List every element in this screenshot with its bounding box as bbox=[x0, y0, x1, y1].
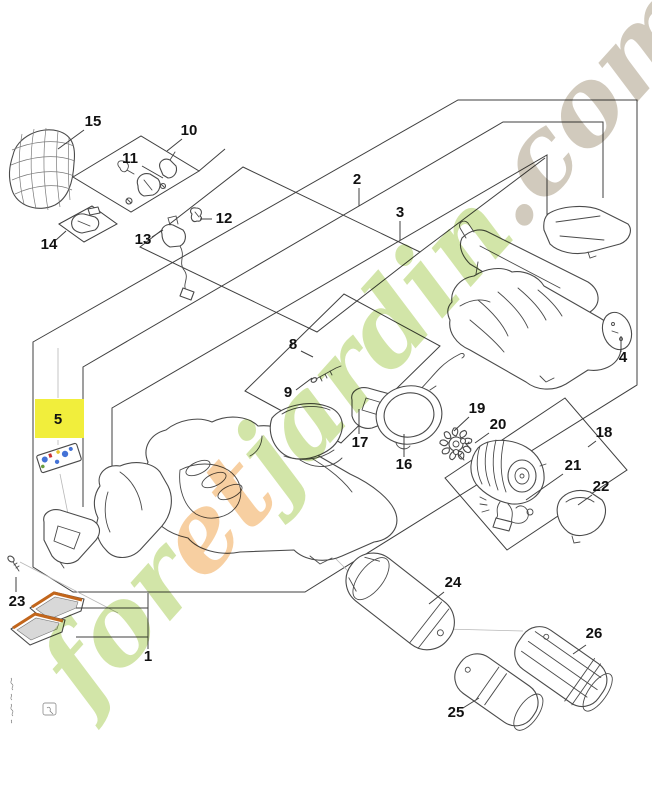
part-label-2[interactable]: 2 bbox=[353, 171, 361, 188]
part-18-motor[interactable] bbox=[470, 439, 547, 505]
part-3-housing-half[interactable] bbox=[447, 267, 622, 390]
part-2-cover-upper[interactable] bbox=[543, 205, 631, 259]
group-3-outline bbox=[111, 154, 548, 488]
part-label-17[interactable]: 17 bbox=[352, 434, 369, 451]
part-23-screw[interactable] bbox=[7, 555, 20, 572]
part-left-cover-large[interactable] bbox=[93, 462, 172, 559]
part-housing-half-main[interactable] bbox=[143, 416, 398, 565]
part-label-14[interactable]: 14 bbox=[41, 236, 58, 253]
sticker-mark bbox=[48, 453, 53, 458]
part-26-ribbed-nozzle[interactable] bbox=[506, 617, 620, 719]
part-25-nozzle[interactable] bbox=[447, 646, 549, 736]
part-label-15[interactable]: 15 bbox=[85, 113, 102, 130]
sticker-dot bbox=[54, 459, 60, 464]
part-label-13[interactable]: 13 bbox=[135, 231, 152, 248]
part-9-screw[interactable] bbox=[310, 365, 342, 383]
part-duct-band[interactable] bbox=[269, 403, 343, 467]
sticker-mark bbox=[56, 450, 60, 454]
axis-line-sticker bbox=[57, 348, 73, 535]
vane-stripe bbox=[31, 591, 83, 609]
part-label-1[interactable]: 1 bbox=[144, 648, 152, 665]
part-11-hardware[interactable] bbox=[117, 151, 178, 205]
part-label-20[interactable]: 20 bbox=[490, 416, 507, 433]
axis-line-vanes bbox=[19, 561, 119, 614]
part-label-12[interactable]: 12 bbox=[216, 210, 233, 227]
part-14-bracket[interactable] bbox=[71, 206, 101, 234]
print-code-marks bbox=[10, 677, 57, 724]
group-1-outline bbox=[32, 99, 638, 593]
part-5-sticker[interactable] bbox=[36, 442, 82, 474]
part-labels: 1 2 3 4 5 8 9 10 11 12 13 14 15 16 17 18… bbox=[9, 113, 628, 721]
vane-stripe bbox=[12, 612, 64, 630]
part-24-blower-tube[interactable] bbox=[335, 543, 464, 661]
part-15-intake-screen[interactable] bbox=[8, 127, 76, 211]
connector-line-10 bbox=[198, 148, 226, 172]
part-12-clip[interactable] bbox=[190, 207, 202, 223]
part-label-23[interactable]: 23 bbox=[9, 593, 26, 610]
group-18-outline bbox=[444, 397, 628, 551]
part-label-11[interactable]: 11 bbox=[122, 150, 138, 167]
part-20-screws[interactable] bbox=[452, 437, 472, 461]
sticker-mark bbox=[41, 464, 45, 469]
part-22-cover[interactable] bbox=[556, 489, 607, 544]
part-vane-2[interactable] bbox=[10, 612, 66, 646]
part-label-4[interactable]: 4 bbox=[619, 349, 628, 366]
connector-line-13 bbox=[419, 157, 546, 253]
part-label-16[interactable]: 16 bbox=[396, 456, 413, 473]
parts-artwork bbox=[7, 127, 636, 736]
part-label-3[interactable]: 3 bbox=[396, 204, 404, 221]
part-label-25[interactable]: 25 bbox=[448, 704, 465, 721]
group-14-outline bbox=[58, 205, 118, 243]
part-label-8[interactable]: 8 bbox=[289, 336, 297, 353]
part-label-5[interactable]: 5 bbox=[54, 411, 62, 428]
part-21-wiring[interactable] bbox=[479, 496, 534, 532]
part-label-24[interactable]: 24 bbox=[445, 574, 462, 591]
part-4-disc[interactable] bbox=[598, 309, 636, 354]
part-label-18[interactable]: 18 bbox=[596, 424, 613, 441]
part-label-26[interactable]: 26 bbox=[586, 625, 603, 642]
sticker-dot bbox=[68, 446, 73, 451]
part-16-fan-ring[interactable] bbox=[371, 380, 448, 450]
group-10-outline bbox=[72, 135, 200, 213]
part-label-19[interactable]: 19 bbox=[469, 400, 486, 417]
part-13-switch-cable[interactable] bbox=[161, 215, 195, 301]
vane-face bbox=[16, 617, 60, 641]
part-label-10[interactable]: 10 bbox=[181, 122, 198, 139]
part-left-cover-small[interactable] bbox=[43, 509, 101, 569]
sticker-dot bbox=[41, 456, 48, 463]
callout-ticks bbox=[15, 129, 622, 709]
part-label-9[interactable]: 9 bbox=[284, 384, 292, 401]
sticker-dot bbox=[61, 450, 69, 458]
part-label-22[interactable]: 22 bbox=[593, 478, 610, 495]
highlight-part-5[interactable] bbox=[35, 399, 84, 438]
part-label-21[interactable]: 21 bbox=[565, 457, 582, 474]
